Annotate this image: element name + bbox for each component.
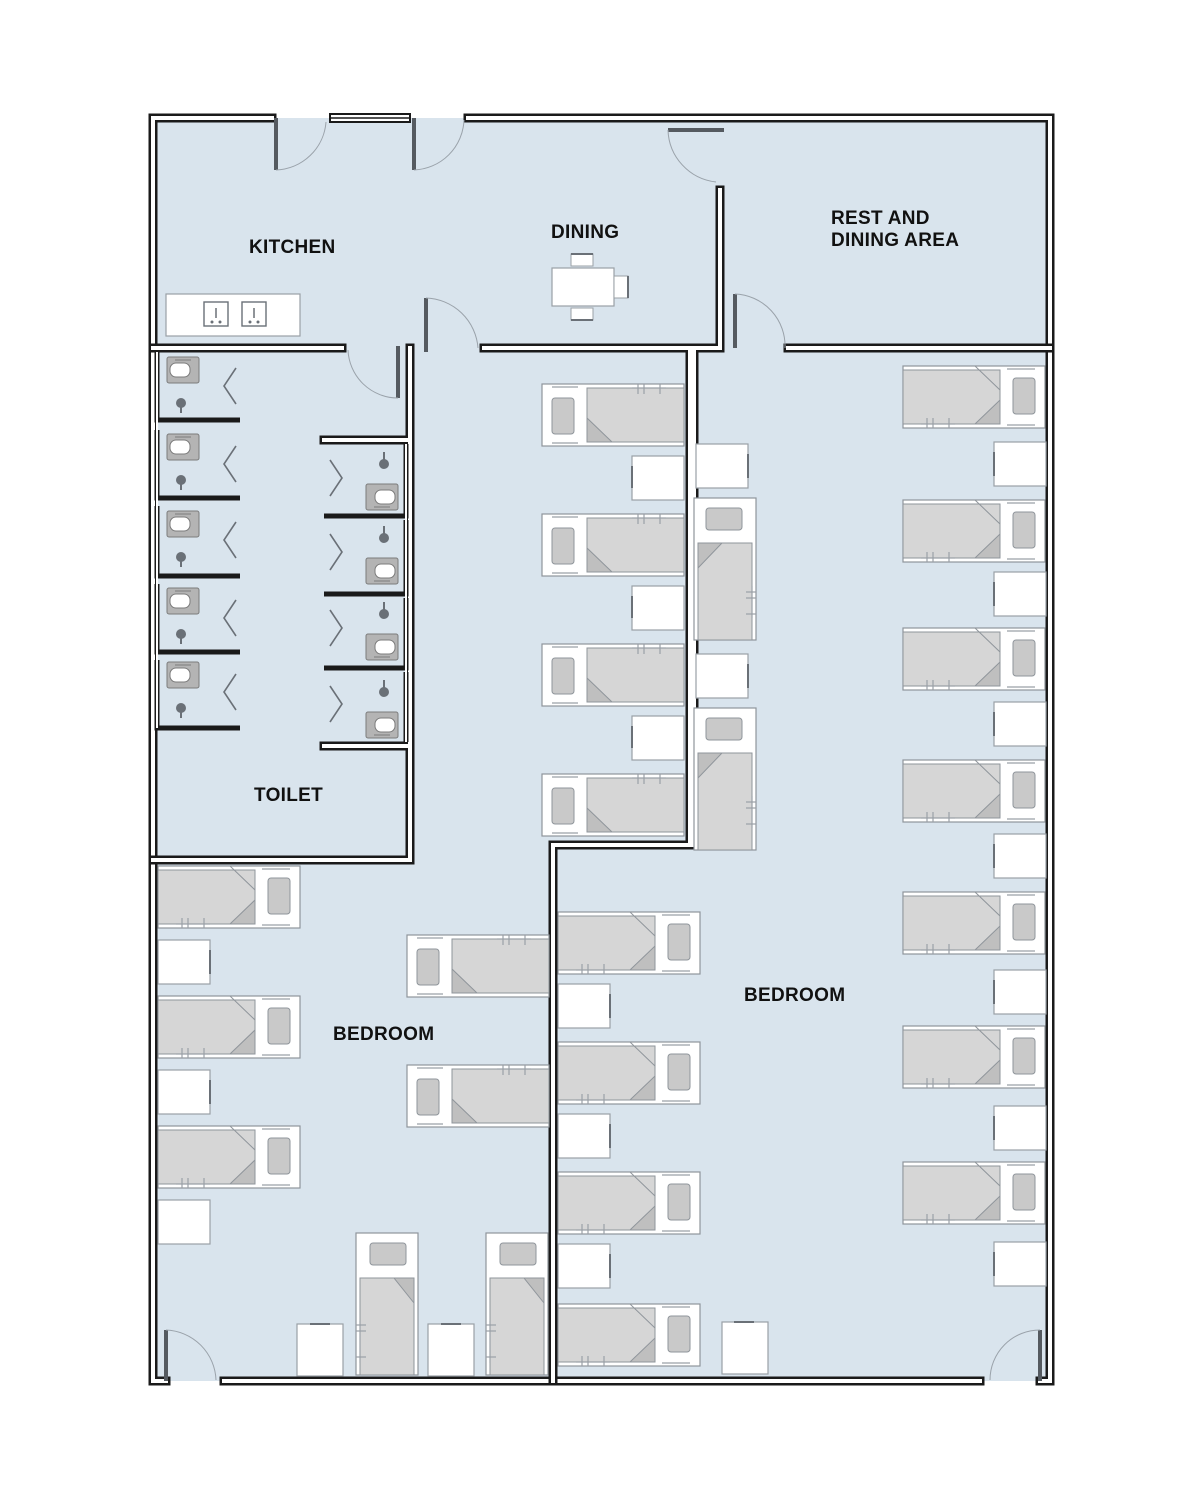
bedroom-left-label: BEDROOM — [333, 1024, 434, 1045]
kitchen-counter — [165, 293, 301, 337]
doors — [164, 118, 1042, 1381]
kitchen-label: KITCHEN — [249, 237, 336, 258]
outer-walls — [148, 113, 1055, 1386]
beds-right-wall — [902, 365, 1047, 1287]
floor-areas — [153, 118, 1050, 1381]
beds-middle-upper — [541, 383, 685, 837]
rest-dining-label-line1: REST AND — [831, 208, 930, 229]
dining-table — [551, 253, 629, 321]
beds-left-bedroom-wall — [157, 865, 301, 1245]
bedroom-right-label: BEDROOM — [744, 985, 845, 1006]
beds-left-bedroom-bottom — [296, 1232, 549, 1377]
rest-dining-label-line2: DINING AREA — [831, 230, 959, 251]
dining-label: DINING — [551, 222, 619, 243]
beds-corridor — [693, 443, 757, 851]
beds-right-bedroom-left — [557, 911, 769, 1375]
toilet-label: TOILET — [254, 785, 323, 806]
window — [329, 113, 411, 123]
toilet-stalls — [154, 352, 409, 742]
room-labels: KITCHEN DINING REST AND DINING AREA TOIL… — [249, 208, 959, 1045]
